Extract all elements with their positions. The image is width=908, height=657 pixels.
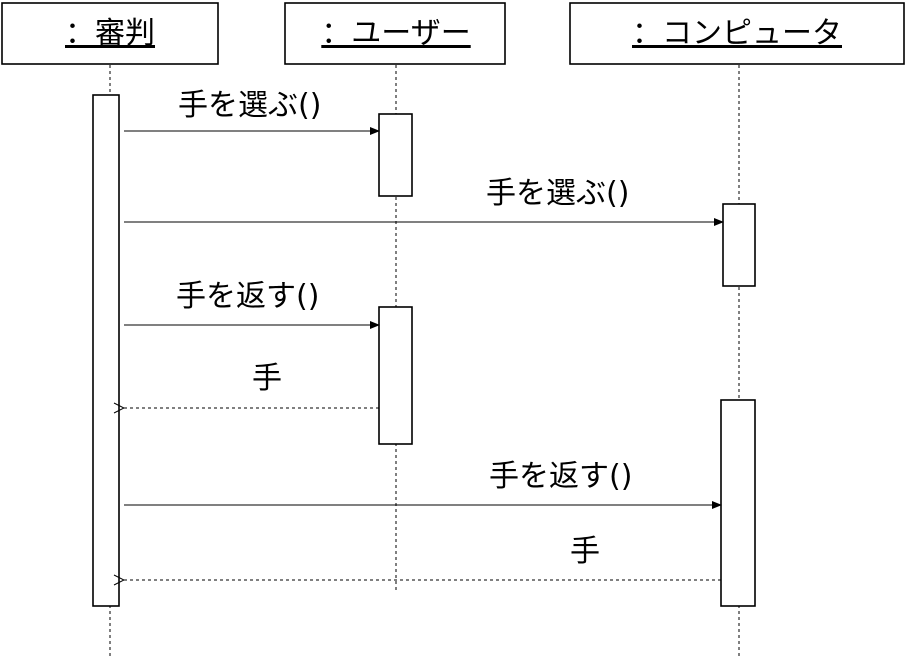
message-5: 手を返す() (124, 459, 722, 509)
lifeline-head-judge: ：審判 (1, 2, 219, 65)
message-4-label: 手 (252, 361, 282, 396)
lifeline-label-judge: ：審判 (65, 16, 155, 51)
message-1: 手を選ぶ() (124, 88, 380, 135)
activation-user-2 (378, 306, 413, 445)
lifeline-label-user: ：ユーザー (321, 16, 470, 51)
activation-user-1 (378, 113, 413, 197)
activation-computer-1 (722, 203, 756, 287)
lifeline-head-user: ：ユーザー (284, 2, 506, 65)
message-3-label: 手を返す() (176, 279, 319, 314)
message-3: 手を返す() (124, 279, 380, 329)
message-2: 手を選ぶ() (124, 176, 724, 226)
lifeline-label-computer: ：コンピュータ (632, 16, 842, 51)
message-5-label: 手を返す() (489, 459, 632, 494)
message-2-label: 手を選ぶ() (486, 176, 629, 211)
message-6: 手 (124, 534, 721, 580)
message-1-label: 手を選ぶ() (178, 88, 321, 123)
activation-judge (92, 94, 120, 607)
message-6-label: 手 (570, 534, 600, 569)
lifeline-head-computer: ：コンピュータ (569, 2, 905, 65)
activation-computer-2 (720, 399, 756, 607)
message-4: 手 (124, 361, 379, 408)
